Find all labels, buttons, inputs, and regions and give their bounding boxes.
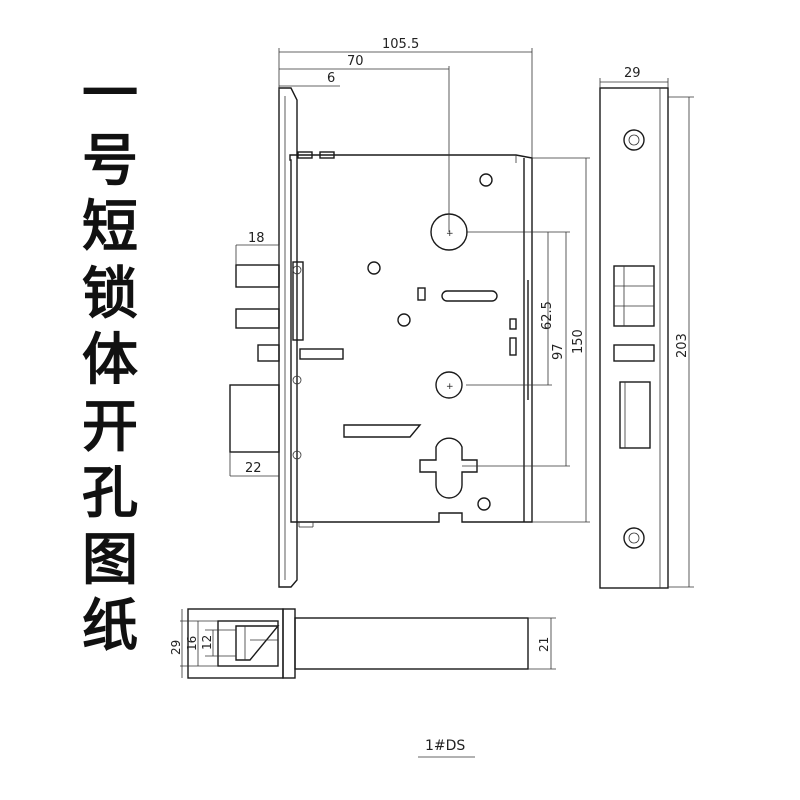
- dim-side-inner-1: 16: [185, 636, 199, 651]
- lock-case-outline: [289, 154, 533, 523]
- angled-slot: [343, 424, 422, 438]
- top-tab: [319, 151, 335, 159]
- latch-pivot: [292, 450, 302, 460]
- screw-hole: [397, 313, 411, 327]
- dim-deadbolt-projection: 22: [245, 461, 262, 476]
- latch-bolt: [235, 264, 280, 288]
- side-case: [294, 617, 529, 670]
- small-slot: [417, 287, 426, 301]
- screw-hole: [477, 497, 491, 511]
- latch-opening: [613, 265, 655, 327]
- title-char: 号: [82, 128, 138, 194]
- side-inner-box: [217, 620, 279, 667]
- keyhole: [419, 437, 478, 499]
- latch-mechanism: [292, 261, 304, 341]
- dim-case-height: 150: [571, 329, 586, 354]
- dim-faceplate-width: 29: [624, 66, 641, 81]
- dim-side-inner-2: 12: [200, 635, 214, 650]
- side-latch-wedge: [235, 625, 280, 661]
- title-char: 纸: [82, 594, 138, 659]
- center-mark: +: [446, 382, 454, 392]
- dim-handle-to-cylinder: 62.5: [540, 301, 555, 330]
- dead-bolt: [229, 384, 280, 453]
- faceplate-screw-hole: [623, 527, 645, 549]
- top-tab: [297, 151, 313, 159]
- title-char: 一: [82, 62, 138, 127]
- dim-backset: 70: [347, 54, 364, 69]
- dim-face-offset: 6: [327, 71, 335, 86]
- title-char: 体: [82, 328, 138, 393]
- slot: [441, 290, 498, 302]
- slot: [299, 348, 344, 360]
- dim-faceplate-height: 203: [675, 333, 690, 358]
- dim-side-body: 21: [537, 637, 551, 652]
- dim-latch-projection: 18: [248, 231, 265, 246]
- front-view: + +: [229, 87, 533, 588]
- small-slot: [509, 318, 517, 330]
- faceplate-screw-hole-inner: [628, 532, 640, 544]
- front-faceplate: [278, 87, 298, 588]
- small-slot: [509, 337, 517, 356]
- deadbolt-opening: [619, 381, 651, 449]
- side-view: 29 16 12 21: [169, 608, 556, 679]
- screw-hole: [367, 261, 381, 275]
- latch-pivot: [292, 265, 302, 275]
- title-char: 短: [82, 195, 138, 260]
- title-char: 图: [82, 527, 138, 593]
- faceplate-view: 29 203: [599, 66, 694, 589]
- latch-bolt: [235, 308, 280, 329]
- screw-hole: [479, 173, 493, 187]
- title-column: 一 号 短 锁 体 开 孔 图 纸: [70, 62, 150, 661]
- trigger-bolt: [257, 344, 280, 362]
- title-char: 开: [82, 394, 138, 460]
- trigger-opening: [613, 344, 655, 362]
- title-char: 孔: [82, 461, 138, 526]
- latch-pivot: [292, 375, 302, 385]
- dim-side-width: 29: [169, 640, 183, 655]
- cylinder-hole: [435, 371, 463, 399]
- faceplate-screw-hole-inner: [628, 134, 640, 146]
- front-dimensions: 105.5 70 6 18 22 62.5 97 150: [230, 37, 590, 523]
- dim-overall-width: 105.5: [382, 37, 419, 52]
- side-faceplate: [282, 608, 296, 679]
- faceplate-outline: [599, 87, 669, 589]
- model-label: 1#DS: [425, 738, 465, 754]
- dim-handle-to-key: 97: [551, 343, 566, 360]
- center-mark: +: [446, 229, 454, 239]
- title-char: 锁: [82, 261, 138, 327]
- faceplate-screw-hole: [623, 129, 645, 151]
